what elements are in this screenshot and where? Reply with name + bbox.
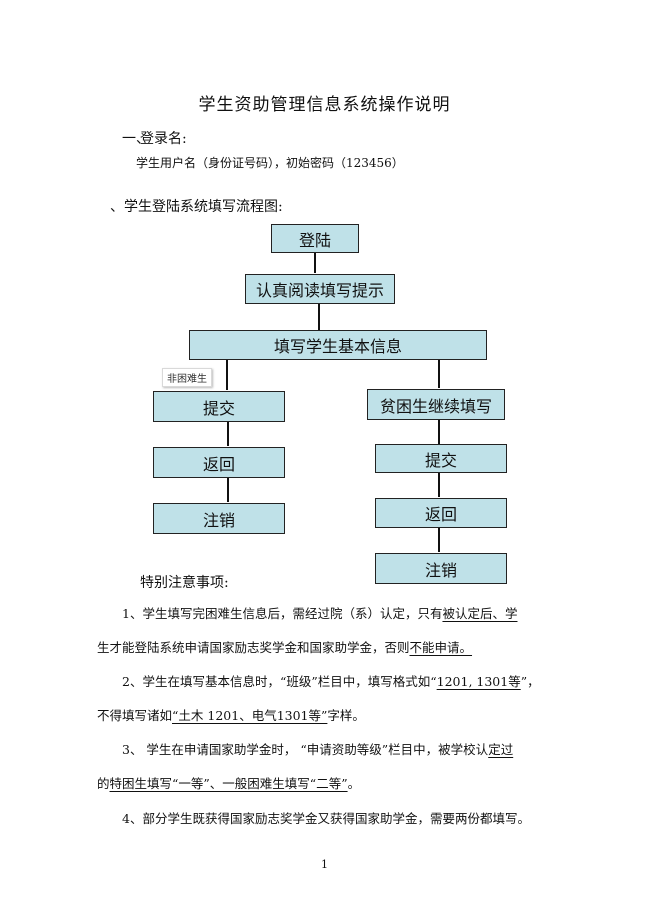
note-underlined: 不能申请。 [409,640,473,655]
flow-left-back: 返回 [153,447,285,478]
note-text: ”， [520,674,540,689]
connector [318,302,320,330]
flow-right-logout: 注销 [375,553,507,584]
note-4: 4、部分学生既获得国家励志奖学金又获得国家助学金，需要两份都填写。 [122,811,530,826]
page-number: 1 [321,858,328,871]
login-credentials: 学生用户名（身份证号码），初始密码（123456） [136,156,404,170]
note-text: 。 [347,776,361,791]
connector [438,526,440,552]
note-2-line-2: 不得填写诸如“土木 1201、电气1301等”字样。 [97,705,365,724]
note-underlined: 被认定后、学 [442,606,518,621]
note-text: 的 [97,776,110,791]
note-text: 2、学生在填写基本信息时，“班级”栏目中，填写格式如“ [122,674,437,689]
connector [314,251,316,273]
connector [226,358,228,390]
connector [227,420,229,446]
notes-heading: 特别注意事项: [140,575,229,591]
note-underlined: 定过 [488,742,514,757]
non-poor-tag: 非困难生 [162,368,212,387]
note-2-line-1: 2、学生在填写基本信息时，“班级”栏目中，填写格式如“1201, 1301等”， [122,671,540,690]
connector [438,471,440,497]
connector [438,418,440,444]
note-text: 3、 学生在申请国家助学金时， “申请资助等级”栏目中，被学校认 [122,742,489,757]
section1-heading: 登录名: [140,131,187,147]
note-3-line-1: 3、 学生在申请国家助学金时， “申请资助等级”栏目中，被学校认定过 [122,739,513,758]
note-underlined: 特困生填写“一等”、一般困难生填写“二等” [109,776,348,791]
connector [438,358,440,388]
note-text: 1、学生填写完困难生信息后，需经过院（系）认定，只有 [122,606,443,621]
flow-right-submit: 提交 [375,444,507,473]
note-text: 生才能登陆系统申请国家励志奖学金和国家助学金，否则 [97,640,410,655]
flow-right-back: 返回 [375,498,507,528]
note-underlined: “土木 1201、电气1301等” [172,708,328,723]
note-3-line-2: 的特困生填写“一等”、一般困难生填写“二等”。 [97,773,360,792]
flow-read-tips: 认真阅读填写提示 [245,274,395,304]
note-text: 字样。 [327,708,365,723]
note-1-line-2: 生才能登陆系统申请国家励志奖学金和国家助学金，否则不能申请。 [97,637,472,656]
flow-login: 登陆 [271,224,359,253]
page-title: 学生资助管理信息系统操作说明 [198,95,451,115]
note-text: 不得填写诸如 [97,708,173,723]
section2-heading: 、学生登陆系统填写流程图: [110,199,283,215]
note-underlined: 1201, 1301等 [436,674,521,689]
connector [227,476,229,502]
section1-number: 一、 [122,131,150,147]
flow-left-submit: 提交 [153,391,285,422]
note-1-line-1: 1、学生填写完困难生信息后，需经过院（系）认定，只有被认定后、学 [122,603,517,622]
flow-left-logout: 注销 [153,503,285,534]
flow-fill-basic-info: 填写学生基本信息 [189,330,487,360]
flow-right-continue: 贫困生继续填写 [367,389,505,420]
